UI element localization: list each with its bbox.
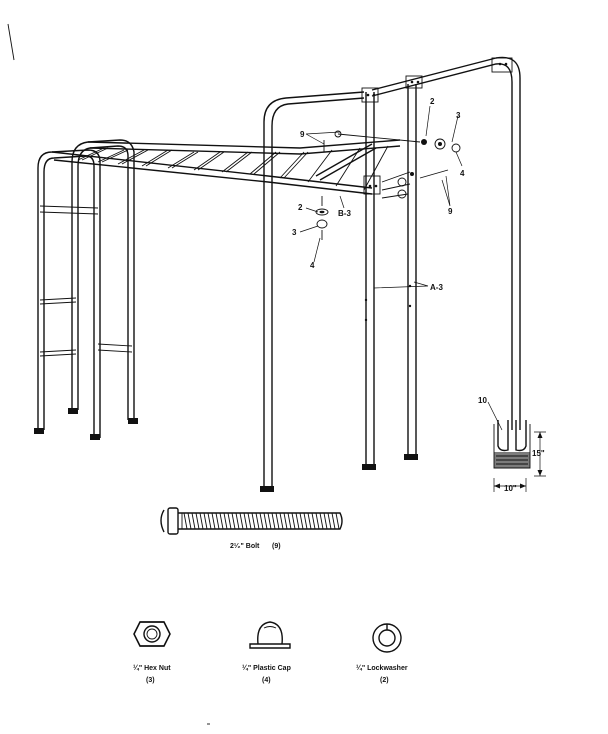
bolt-thread [215,512,220,530]
plastic-cap-icon [249,621,291,649]
bolt-thread [315,512,320,530]
label-bolt-right: 9 [448,207,453,216]
label-anchor: 10 [478,396,487,405]
bolt-thread [251,512,256,530]
dimension-depth: 15" [532,449,545,458]
plastic-cap-caption: ¼" Plastic Cap [242,664,291,672]
label-cap-top: 3 [456,111,461,120]
bolt-thread [271,512,276,530]
bolt-thread [227,512,232,530]
horizontal-ladder [51,139,401,195]
scan-edge-mark [7,23,15,61]
bolt-thread [235,512,240,530]
bolt-thread [203,512,208,530]
label-uprights-a3: A-3 [430,283,443,292]
bolt-thread [239,512,244,530]
dimension-width: 10" [504,484,517,493]
bolt-thread [207,512,212,530]
bolt-thread [255,512,260,530]
bolt-thread [219,512,224,530]
lockwasher-caption: ¼" Lockwasher [356,664,408,672]
bolt-thread [259,512,264,530]
label-cap-left: 3 [292,228,297,237]
bolt-thread [287,512,292,530]
bolt-thread [291,512,296,530]
bolt-thread [303,512,308,530]
bolt-thread [319,512,324,530]
label-lockwasher-left: 2 [298,203,303,212]
bolt-thread [327,512,332,530]
lockwasher-icon [372,623,402,653]
bolt-thread [247,512,252,530]
bolt-thread [187,512,192,530]
bolt-thread [267,512,272,530]
bolt-thread [275,512,280,530]
bolt-thread [211,512,216,530]
bolt-thread [299,512,304,530]
leader-lines [299,105,503,431]
bolt-thread [191,512,196,530]
bolt-thread [311,512,316,530]
right-tall-frame [260,56,521,492]
label-nut-left: 4 [310,261,315,270]
lockwasher-qty: (2) [380,677,389,684]
label-lockwasher-top: 2 [430,97,435,106]
bolt-thread [295,512,300,530]
plastic-cap-qty: (4) [262,677,271,684]
bolt-qty: (9) [272,543,281,550]
ground-anchor-detail [493,420,546,492]
hex-nut-qty: (3) [146,677,155,684]
hex-nut-caption: ¼" Hex Nut [133,664,171,672]
bolt-thread [243,512,248,530]
bolt-thread [331,512,336,530]
bolt-thread [223,512,228,530]
bolt-thread [263,512,268,530]
bolt-thread [323,512,328,530]
hex-nut-icon [133,621,171,647]
bolt-thread [307,512,312,530]
bolt-illustration [160,507,343,535]
exploded-hardware [315,130,461,240]
bolt-thread [195,512,200,530]
bolt-thread [335,512,340,530]
label-bolt-top: 9 [300,130,305,139]
bolt-thread [183,512,188,530]
bolt-caption: 2¹⁄₂" Bolt [230,543,260,550]
bolt-thread [231,512,236,530]
label-crossbar-b3: B-3 [338,209,351,218]
bolt-thread [283,512,288,530]
left-ladder-frame [34,139,138,440]
bolt-thread [279,512,284,530]
label-nut-top: 4 [460,169,465,178]
bolt-thread [199,512,204,530]
